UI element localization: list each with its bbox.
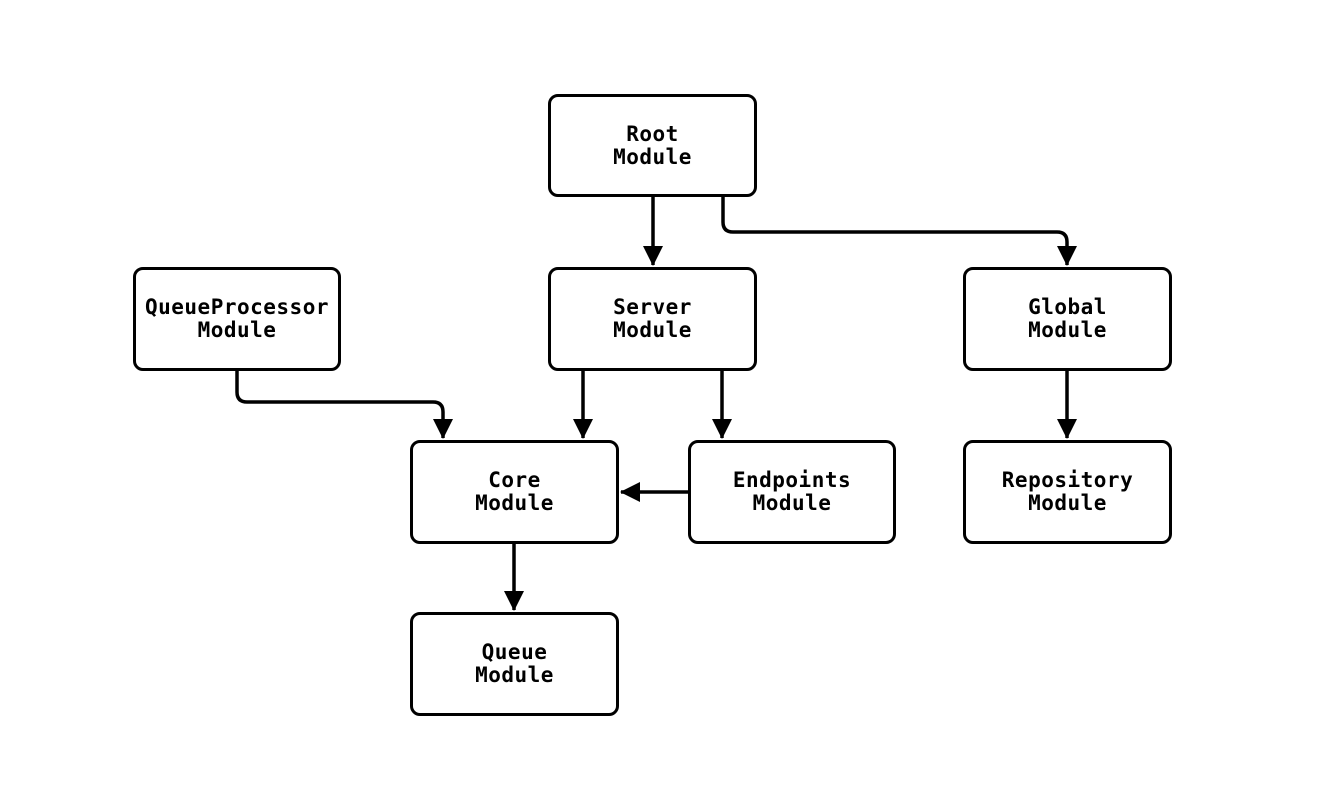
node-label-line1: Global <box>1028 295 1107 319</box>
edge-root-to-global <box>721 197 1077 266</box>
node-label-line1: Repository <box>1001 468 1134 492</box>
node-label-line1: Core <box>488 468 541 492</box>
node-endpoints-module: Endpoints Module <box>688 440 896 544</box>
node-core-module: Core Module <box>410 440 619 544</box>
node-label-line1: QueueProcessor <box>144 295 329 319</box>
edge-queueprocessor-to-core <box>235 371 453 439</box>
node-label-line1: Root <box>626 121 679 146</box>
node-label-line2: Module <box>752 491 832 515</box>
node-label-line2: Module <box>613 318 692 342</box>
node-label-line2: Module <box>197 318 277 342</box>
node-label-line2: Module <box>613 144 692 169</box>
node-label-line1: Server <box>613 295 692 319</box>
node-queueprocessor-module: QueueProcessor Module <box>133 267 341 371</box>
node-label-line2: Module <box>475 663 554 687</box>
node-queue-module: Queue Module <box>410 612 619 716</box>
node-global-module: Global Module <box>963 267 1172 371</box>
node-label-line1: Endpoints <box>732 468 852 492</box>
node-root-module: Root Module <box>548 94 757 197</box>
node-label-line2: Module <box>475 491 554 515</box>
node-label-line2: Module <box>1028 318 1107 342</box>
node-server-module: Server Module <box>548 267 757 371</box>
node-label-line1: Queue <box>481 640 548 664</box>
node-repository-module: Repository Module <box>963 440 1172 544</box>
node-label-line2: Module <box>1028 491 1107 515</box>
